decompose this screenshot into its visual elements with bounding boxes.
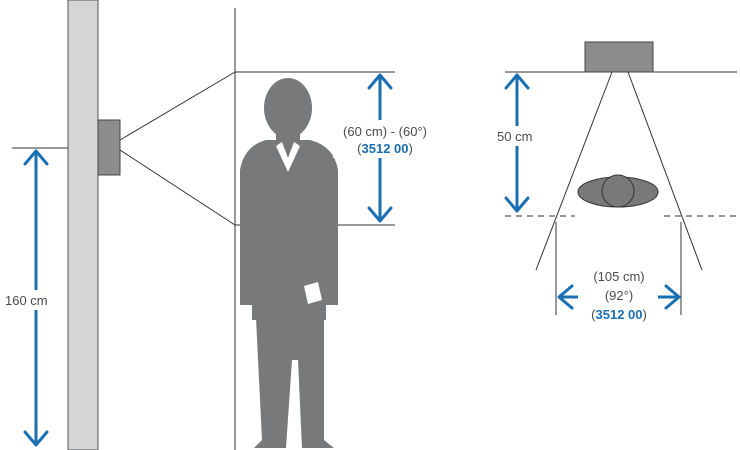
top-code: 3512 00 — [596, 307, 643, 322]
person-top-view — [577, 174, 659, 208]
ceiling-device — [584, 41, 654, 73]
fov-lower-line — [119, 149, 236, 226]
mount-height-label-bg — [2, 290, 66, 310]
wall-device — [97, 119, 121, 176]
top-code-line: (3512 00) — [591, 307, 647, 322]
fov-width-label-bg — [578, 265, 658, 323]
vertical-code: 3512 00 — [362, 141, 409, 156]
badge-card — [304, 282, 322, 304]
fov-width-label: (105 cm) — [593, 269, 644, 284]
ceiling-distance-label-bg — [495, 126, 541, 146]
fov-vertical-label: (60 cm) - (60°) — [343, 124, 427, 139]
top-fov-right-line — [627, 71, 703, 271]
ceiling-distance-label: 50 cm — [497, 129, 532, 144]
fov-upper-line — [119, 71, 236, 141]
top-fov-left-line — [535, 71, 613, 271]
fov-vertical-label-bg — [333, 120, 437, 158]
fov-angle-label: (92°) — [605, 288, 633, 303]
person-silhouette — [240, 78, 338, 448]
mount-height-label: 160 cm — [5, 293, 48, 308]
shirt-collar — [276, 142, 300, 172]
vertical-code-line: (3512 00) — [357, 141, 413, 156]
wall — [67, 0, 99, 450]
